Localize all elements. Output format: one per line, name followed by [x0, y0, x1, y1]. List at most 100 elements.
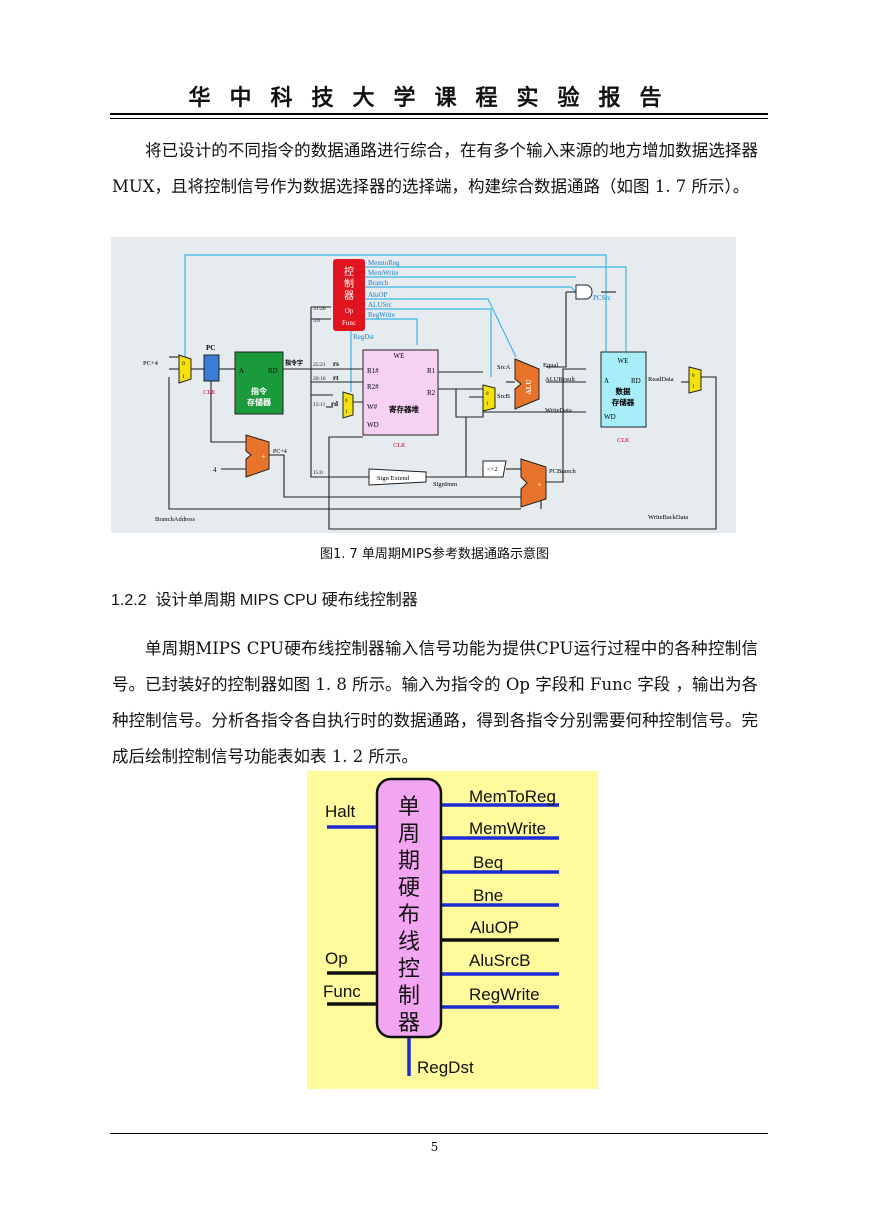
svg-text:R1: R1: [427, 367, 436, 375]
svg-text:Sign Extend: Sign Extend: [377, 475, 410, 482]
sign-extend: [368, 468, 427, 486]
svg-text:AluOP: AluOP: [368, 291, 388, 299]
svg-text:RegDst: RegDst: [417, 1058, 474, 1077]
svg-text:0: 0: [692, 374, 695, 379]
svg-text:布: 布: [398, 902, 420, 927]
svg-text:0: 0: [486, 392, 489, 397]
pc-plus4-adder: [245, 434, 270, 478]
svg-text:指令: 指令: [251, 386, 268, 396]
svg-text:<<2: <<2: [487, 466, 498, 473]
pc-mux: [178, 354, 192, 384]
svg-text:单: 单: [398, 794, 420, 819]
svg-text:存储器: 存储器: [246, 397, 272, 407]
pc-register: [203, 354, 220, 382]
svg-text:WriteBackData: WriteBackData: [648, 514, 688, 521]
svg-text:MemtoReg: MemtoReg: [368, 259, 400, 267]
svg-text:制: 制: [398, 983, 420, 1008]
svg-text:WD: WD: [367, 421, 379, 429]
svg-text:WriteData: WriteData: [545, 407, 572, 414]
instruction-memory: [234, 351, 284, 415]
svg-text:SignImm: SignImm: [433, 481, 457, 488]
paragraph-1: 将已设计的不同指令的数据通路进行综合，在有多个输入来源的地方增加数据选择器 MU…: [112, 141, 758, 196]
svg-text:ReadData: ReadData: [648, 376, 674, 383]
alu: [514, 358, 540, 410]
svg-text:线: 线: [398, 929, 420, 954]
shift-left-2: [482, 460, 507, 478]
svg-text:Func: Func: [323, 982, 361, 1001]
section-title: 设计单周期 MIPS CPU 硬布线控制器: [155, 592, 418, 609]
svg-text:20:16: 20:16: [313, 376, 326, 382]
header-rule-thin: [110, 118, 768, 119]
svg-text:+: +: [261, 452, 266, 461]
svg-text:硬: 硬: [398, 875, 420, 900]
svg-text:周: 周: [398, 821, 420, 846]
controller-block: [375, 777, 443, 1039]
svg-text:W#: W#: [367, 403, 378, 411]
svg-text:器: 器: [344, 290, 354, 302]
svg-text:MemWrite: MemWrite: [469, 819, 546, 838]
svg-text:1: 1: [182, 374, 185, 380]
svg-text:rd: rd: [331, 400, 338, 408]
svg-text:指令字: 指令字: [285, 359, 303, 367]
svg-text:15:0: 15:0: [313, 470, 323, 476]
svg-text:存储器: 存储器: [611, 397, 635, 407]
svg-text:Halt: Halt: [325, 802, 356, 821]
svg-text:PC+4: PC+4: [273, 449, 287, 455]
svg-text:CLK: CLK: [617, 437, 630, 444]
footer-rule: [110, 1133, 768, 1134]
svg-text:Beq: Beq: [473, 853, 503, 872]
control-wires: [184, 254, 627, 392]
figure1-caption: 图1. 7 单周期MIPS参考数据通路示意图: [319, 547, 550, 562]
svg-text:WE: WE: [618, 357, 629, 365]
svg-text:ALU: ALU: [525, 380, 533, 395]
pcsrc-and-gate: [575, 284, 593, 300]
svg-text:制: 制: [344, 277, 354, 290]
data-wires: [168, 291, 717, 530]
svg-text:A: A: [604, 377, 609, 385]
svg-text:CLK: CLK: [393, 442, 406, 449]
svg-text:PCBranch: PCBranch: [549, 468, 576, 475]
page-number: 5: [430, 1140, 439, 1154]
svg-text:RegWrite: RegWrite: [469, 985, 540, 1004]
datapath-figure: 控 制 器 Op Func MemtoReg MemWrite Branch A…: [111, 237, 736, 533]
svg-text:SrcA: SrcA: [497, 364, 511, 371]
svg-text:RegWrite: RegWrite: [368, 311, 395, 319]
svg-text:Branch: Branch: [368, 279, 389, 287]
svg-text:A: A: [239, 367, 244, 375]
svg-text:SrcB: SrcB: [497, 393, 511, 400]
svg-text:25:21: 25:21: [313, 362, 326, 368]
paragraph-2: 单周期MIPS CPU硬布线控制器输入信号功能为提供CPU运行过程中的各种控制信…: [112, 639, 758, 766]
svg-text:控: 控: [398, 956, 420, 981]
svg-text:PCSrc: PCSrc: [593, 294, 611, 302]
svg-text:Bne: Bne: [473, 886, 503, 905]
header-rule-thick: [110, 113, 768, 115]
svg-text:R1#: R1#: [367, 367, 379, 375]
svg-text:器: 器: [398, 1010, 420, 1035]
svg-text:5:0: 5:0: [313, 318, 320, 324]
svg-text:期: 期: [398, 848, 420, 873]
svg-text:AluSrcB: AluSrcB: [469, 951, 530, 970]
svg-text:控: 控: [344, 265, 354, 278]
svg-text:PC: PC: [206, 344, 215, 352]
svg-text:ALUResult: ALUResult: [545, 376, 575, 383]
svg-text:Func: Func: [342, 319, 356, 327]
svg-text:MemWrite: MemWrite: [368, 269, 398, 277]
svg-text:BranchAddress: BranchAddress: [155, 516, 196, 523]
svg-text:RegDst: RegDst: [353, 333, 374, 341]
memtoreg-mux: [688, 366, 702, 394]
svg-text:1: 1: [486, 402, 489, 407]
svg-text:寄存器堆: 寄存器堆: [389, 404, 419, 414]
svg-text:RD: RD: [268, 367, 278, 375]
svg-text:WE: WE: [394, 352, 405, 360]
section-number: 1.2.2: [111, 592, 147, 609]
register-file: [362, 349, 439, 436]
svg-text:rt: rt: [333, 374, 339, 382]
svg-text:ALUSrc: ALUSrc: [368, 301, 392, 309]
controller-figure: 单 周 期 硬 布 线 控 制 器 Halt Op Func MemToReg …: [307, 771, 598, 1089]
svg-text:MemToReg: MemToReg: [469, 787, 556, 806]
svg-text:Op: Op: [325, 949, 348, 968]
svg-text:+: +: [537, 480, 542, 489]
svg-text:15:11: 15:11: [313, 402, 326, 408]
svg-text:R2#: R2#: [367, 383, 379, 391]
svg-text:R2: R2: [427, 389, 436, 397]
